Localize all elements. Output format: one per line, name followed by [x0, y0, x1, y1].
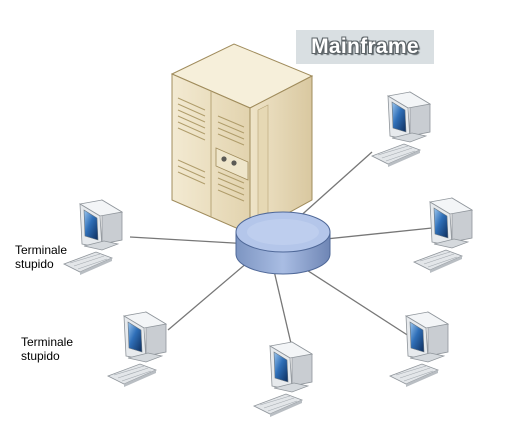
network-hub-icon [235, 211, 331, 275]
diagram-title: Mainframe [311, 35, 419, 58]
terminal-bottom-right [389, 311, 449, 388]
mainframe-server-icon [170, 43, 314, 235]
terminal-left [63, 199, 123, 276]
terminal-top-right [371, 91, 431, 168]
terminal-bottom [253, 341, 313, 418]
terminal-label-line2: stupido [21, 349, 60, 363]
terminal-right [413, 197, 473, 274]
terminal-label-line1: Terminale [15, 243, 68, 257]
terminal-bottom-left [107, 311, 167, 388]
title-banner: Mainframe [296, 30, 434, 64]
terminal-label-line2: stupido [15, 257, 54, 271]
terminal-label-bottom-left: Terminale stupido [21, 335, 73, 363]
terminal-label-line1: Terminale [21, 335, 74, 349]
terminal-label-left: Terminale stupido [15, 243, 67, 271]
